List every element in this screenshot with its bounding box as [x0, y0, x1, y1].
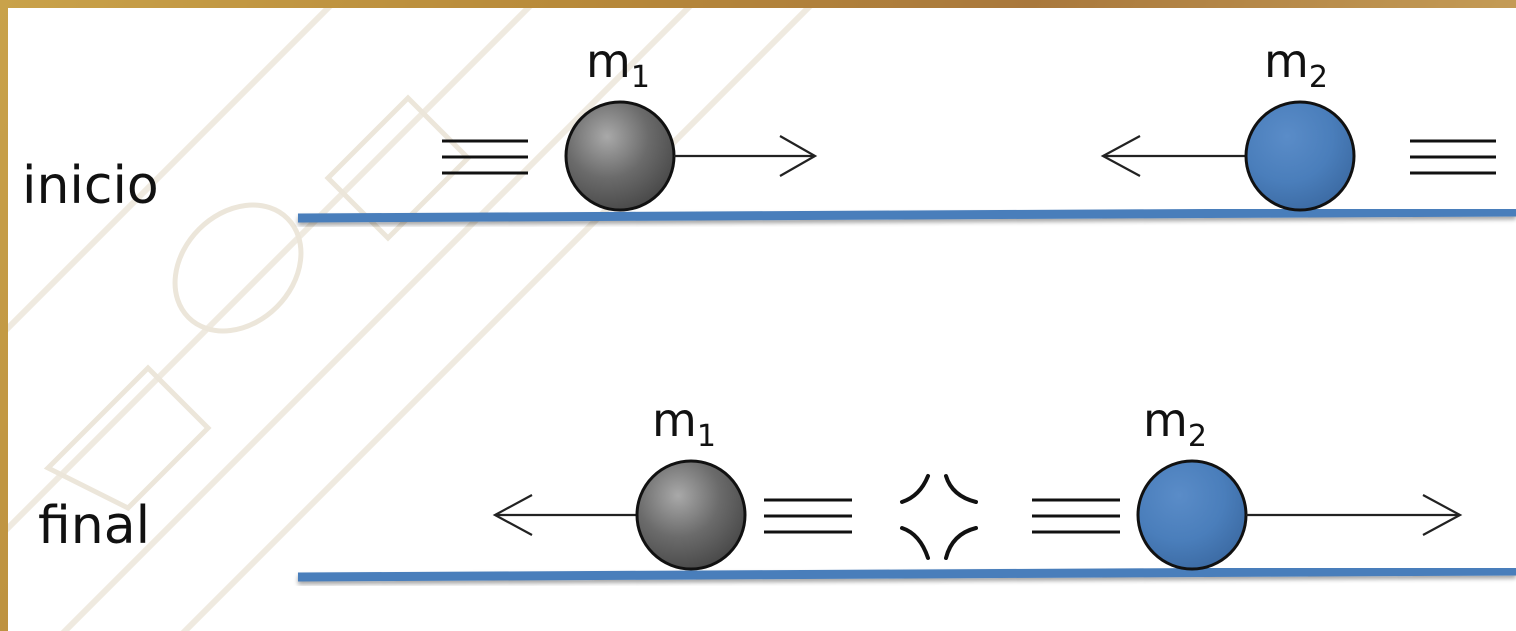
mass-label-m2-initial: m2: [1264, 34, 1328, 95]
ball-m2-initial: [1244, 100, 1356, 212]
diagram-panel: inicio m1 m2: [8, 8, 1516, 631]
collision-spark-icon: [900, 474, 978, 560]
ball-m1-initial: [564, 100, 676, 212]
watermark: [8, 8, 813, 631]
mass-label-m1-initial: m1: [586, 34, 650, 95]
collision-scene: inicio m1 m2: [22, 34, 1516, 582]
track-final: [297, 566, 1516, 582]
speed-lines-icon: [1032, 498, 1120, 534]
track-initial: [297, 207, 1516, 223]
arrow-icon: [1100, 135, 1246, 177]
speed-lines-icon: [442, 139, 528, 175]
mass-label-m1-final: m1: [652, 393, 716, 454]
arrow-icon: [1246, 494, 1463, 536]
ball-m1-final: [635, 459, 747, 571]
mass-label-m2-final: m2: [1143, 393, 1207, 454]
arrow-icon: [674, 135, 818, 177]
row-label-final: final: [38, 496, 150, 556]
ball-m2-final: [1136, 459, 1248, 571]
speed-lines-icon: [1410, 139, 1496, 175]
arrow-icon: [492, 494, 638, 536]
row-label-initial: inicio: [22, 156, 159, 216]
speed-lines-icon: [764, 498, 852, 534]
